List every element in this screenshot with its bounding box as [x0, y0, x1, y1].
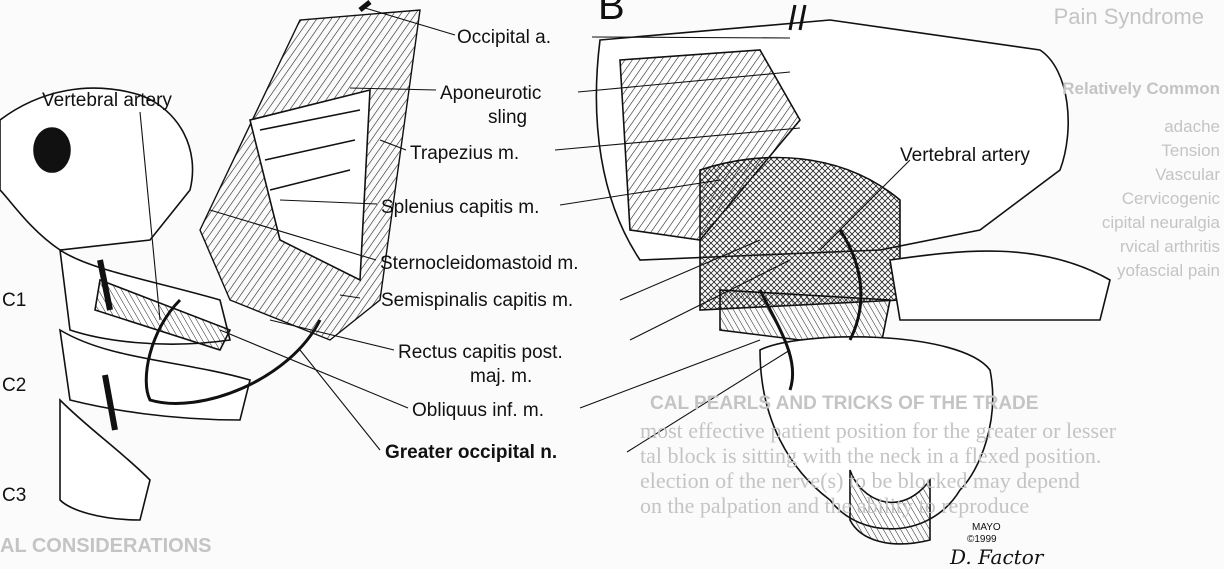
label-c3: C3 — [2, 485, 27, 506]
label-greater-occipital-nerve: Greater occipital n. — [385, 442, 558, 463]
label-vertebral-artery-left: Vertebral artery — [42, 90, 172, 111]
panel-letter: B — [598, 0, 625, 28]
label-rectus-capitis-2: maj. m. — [470, 366, 533, 387]
label-rectus-capitis: Rectus capitis post. — [398, 342, 563, 363]
label-vertebral-artery-right: Vertebral artery — [900, 145, 1030, 166]
bleed-body: election of the nerve(s) to be blocked m… — [640, 468, 1080, 493]
bleed-item: rvical arthritis — [1119, 237, 1220, 256]
bleed-section: CAL PEARLS AND TRICKS OF THE TRADE — [650, 393, 1039, 414]
label-c2: C2 — [2, 375, 27, 396]
label-sternocleidomastoid: Sternocleidomastoid m. — [380, 253, 579, 274]
bleed-item: Vascular — [1155, 165, 1220, 184]
artist-signature: D. Factor — [950, 545, 1044, 569]
label-aponeurotic-sling: Aponeurotic — [440, 83, 542, 104]
label-c1: C1 — [2, 290, 27, 311]
bleed-column: Relatively Common — [1062, 79, 1220, 98]
bleed-item: cipital neuralgia — [1101, 213, 1220, 232]
label-obliquus-inf: Obliquus inf. m. — [412, 400, 544, 421]
label-trapezius: Trapezius m. — [410, 143, 520, 164]
leader-lines — [139, 7, 911, 453]
bleed-body: on the palpation and the ability to repr… — [640, 493, 1030, 518]
bleed-item: Tension — [1161, 141, 1220, 160]
label-semispinalis-capitis: Semispinalis capitis m. — [381, 290, 574, 311]
bleed-left-section: AL CONSIDERATIONS — [0, 535, 212, 557]
bleed-item: yofascial pain — [1116, 261, 1220, 280]
right-posterior-view — [595, 4, 1111, 545]
bleed-heading: Pain Syndrome — [1053, 4, 1204, 29]
bleed-item: adache — [1164, 117, 1220, 136]
left-lateral-view — [0, 0, 421, 521]
bleed-body: tal block is sitting with the neck in a … — [640, 443, 1102, 468]
label-aponeurotic-sling-2: sling — [488, 107, 528, 128]
label-occipital-artery: Occipital a. — [457, 27, 551, 48]
bleed-body: most effective patient position for the … — [640, 418, 1117, 443]
label-splenius-capitis: Splenius capitis m. — [381, 197, 540, 218]
credit-copyright: ©1999 — [967, 534, 997, 545]
bleed-item: Cervicogenic — [1121, 189, 1220, 208]
credit-mayo: MAYO — [972, 522, 1001, 533]
